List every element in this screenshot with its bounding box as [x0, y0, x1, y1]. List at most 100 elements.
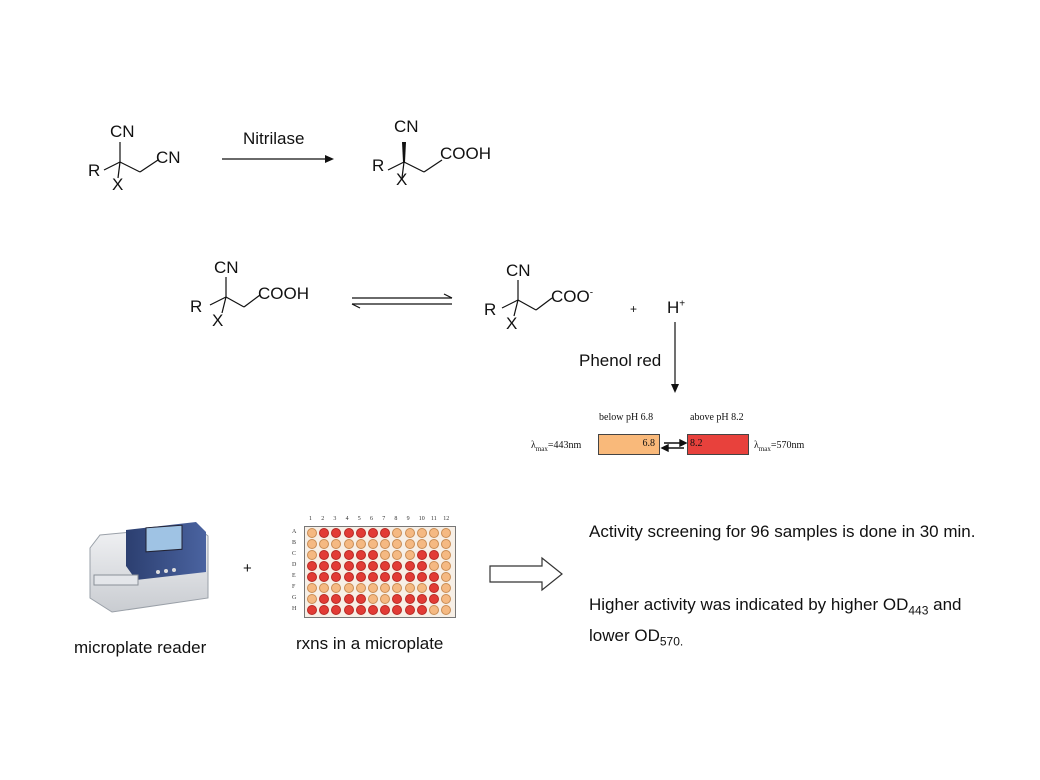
- plate-well: [368, 539, 378, 549]
- plate-well: [441, 528, 452, 538]
- plate-well: [392, 528, 403, 538]
- plate-well: [331, 561, 342, 571]
- plate-well: [392, 561, 403, 571]
- plate-well: [429, 583, 439, 593]
- result-arrow: [489, 556, 563, 592]
- plate-well: [429, 605, 439, 615]
- plate-well: [307, 594, 317, 604]
- plate-well: [380, 550, 391, 560]
- plate-well: [355, 583, 366, 593]
- plate-column-label: 9: [406, 516, 410, 522]
- plate-well: [392, 539, 403, 549]
- product-cn-top: CN: [394, 117, 419, 136]
- plate-well: [404, 605, 415, 615]
- anion-bonds: [501, 280, 553, 317]
- plate-well: [331, 583, 342, 593]
- left-lambda-max: λmax=443nm: [531, 440, 582, 453]
- plate-well: [404, 594, 415, 604]
- activity-statement-line1: Higher activity was indicated by higher …: [589, 595, 962, 618]
- plate-well: [380, 583, 391, 593]
- plate-column-label: 2: [321, 516, 325, 522]
- plate-row-label: B: [292, 540, 297, 546]
- plate-column-label: 3: [333, 516, 337, 522]
- plate-well: [355, 572, 366, 582]
- plate-well: [404, 550, 415, 560]
- plate-well: [429, 572, 439, 582]
- plate-well: [355, 561, 366, 571]
- low-ph-color-box: 6.8: [598, 434, 660, 455]
- plus-sign: +: [630, 302, 638, 316]
- plate-label: rxns in a microplate: [296, 634, 444, 653]
- plate-column-label: 1: [309, 516, 312, 522]
- plate-well: [319, 550, 330, 560]
- plate-well: [416, 561, 427, 571]
- plate-well: [343, 550, 354, 560]
- plate-well: [368, 583, 378, 593]
- low-ph-value: 6.8: [642, 438, 656, 449]
- plate-well: [416, 550, 427, 560]
- reactant-x: X: [112, 175, 124, 194]
- below-ph-label: below pH 6.8: [599, 412, 654, 423]
- reactant-cn-right: CN: [156, 148, 181, 167]
- plate-well: [355, 605, 366, 615]
- plate-well: [416, 528, 427, 538]
- plate-well: [343, 583, 354, 593]
- plate-well: [404, 528, 415, 538]
- plate-column-label: 8: [394, 516, 398, 522]
- proton: H+: [667, 298, 686, 317]
- plate-well: [319, 539, 330, 549]
- plate-well: [392, 572, 403, 582]
- plate-well: [404, 539, 415, 549]
- plate-row-label: E: [292, 573, 296, 579]
- plate-well: [404, 561, 415, 571]
- screening-statement: Activity screening for 96 samples is don…: [589, 522, 976, 541]
- plate-well: [392, 550, 403, 560]
- plate-well: [441, 594, 452, 604]
- product-bonds: [387, 142, 443, 179]
- plate-well: [343, 539, 354, 549]
- plate-well: [307, 572, 317, 582]
- plate-column-label: 11: [431, 516, 437, 522]
- plate-row-label: C: [292, 551, 297, 557]
- plate-well: [368, 561, 378, 571]
- plate-well: [307, 605, 317, 615]
- plate-well: [441, 539, 452, 549]
- above-ph-label: above pH 8.2: [690, 412, 744, 423]
- plate-well: [416, 539, 427, 549]
- product-cooh: COOH: [440, 144, 491, 163]
- plate-well: [307, 550, 317, 560]
- plate-column-label: 12: [443, 516, 450, 522]
- plate-well: [429, 550, 439, 560]
- enzyme-label: Nitrilase: [243, 129, 305, 148]
- plate-well: [368, 528, 378, 538]
- plate-well: [441, 561, 452, 571]
- plate-well: [307, 583, 317, 593]
- plate-well: [416, 605, 427, 615]
- equilibrium-arrows: [351, 293, 453, 309]
- plate-row-label: F: [292, 584, 296, 590]
- acid-r: R: [190, 297, 203, 316]
- plate-well: [319, 594, 330, 604]
- activity-statement-line2: lower OD570.: [589, 626, 684, 649]
- plate-well: [307, 539, 317, 549]
- plate-well: [368, 550, 378, 560]
- plate-well: [429, 561, 439, 571]
- product-r: R: [372, 156, 385, 175]
- plate-well: [416, 583, 427, 593]
- plate-well: [343, 605, 354, 615]
- plate-well: [404, 572, 415, 582]
- plate-well: [355, 528, 366, 538]
- plate-well: [380, 561, 391, 571]
- plate-well: [392, 583, 403, 593]
- plate-well: [331, 594, 342, 604]
- plate-well: [307, 561, 317, 571]
- plate-well: [319, 583, 330, 593]
- plate-column-label: 10: [418, 516, 425, 522]
- plate-well: [343, 528, 354, 538]
- reactant-cn-top: CN: [110, 122, 135, 141]
- reader-label: microplate reader: [74, 638, 207, 657]
- acid-cooh: COOH: [258, 284, 309, 303]
- plate-well: [380, 572, 391, 582]
